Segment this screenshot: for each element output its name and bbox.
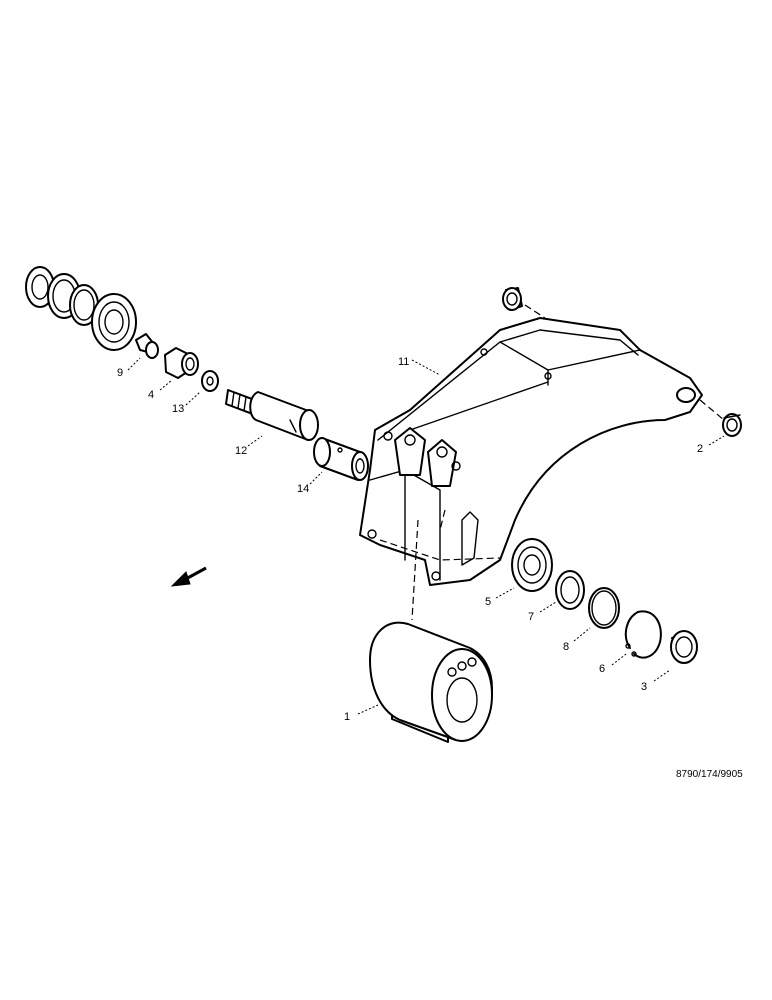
callout-labels: 1 2 3 4 5 6 7 8 9 11 12 13 14 <box>117 356 703 723</box>
seal-ring <box>555 570 585 610</box>
drawing-reference: 8790/174/9905 <box>676 769 743 780</box>
circlip <box>624 610 662 659</box>
bushing <box>313 437 369 481</box>
top-bush <box>502 287 523 311</box>
bush-2 <box>722 413 742 437</box>
callout-7: 7 <box>528 611 534 623</box>
pin-shaft <box>225 389 319 441</box>
callout-4: 4 <box>148 389 154 401</box>
callout-1: 1 <box>344 711 350 723</box>
callout-14: 14 <box>297 483 309 495</box>
nut <box>164 347 199 379</box>
leader-lines <box>127 357 725 715</box>
callout-5: 5 <box>485 596 491 608</box>
callout-2: 2 <box>697 443 703 455</box>
callout-9: 9 <box>117 367 123 379</box>
ball-bearing <box>511 538 553 592</box>
callout-12: 12 <box>235 445 247 457</box>
roller-wheel <box>369 621 493 743</box>
bush-3 <box>670 630 698 664</box>
grease-nipple <box>135 333 159 359</box>
upper-bearing-stack <box>25 266 137 351</box>
callout-11: 11 <box>398 356 409 368</box>
ring <box>588 587 620 629</box>
callout-3: 3 <box>641 681 647 693</box>
arm-bracket <box>359 317 703 586</box>
direction-arrow-icon <box>170 566 207 587</box>
callout-8: 8 <box>563 641 569 653</box>
assembly-lines <box>379 304 725 621</box>
callout-6: 6 <box>599 663 605 675</box>
washer <box>201 370 219 392</box>
callout-13: 13 <box>172 403 184 415</box>
